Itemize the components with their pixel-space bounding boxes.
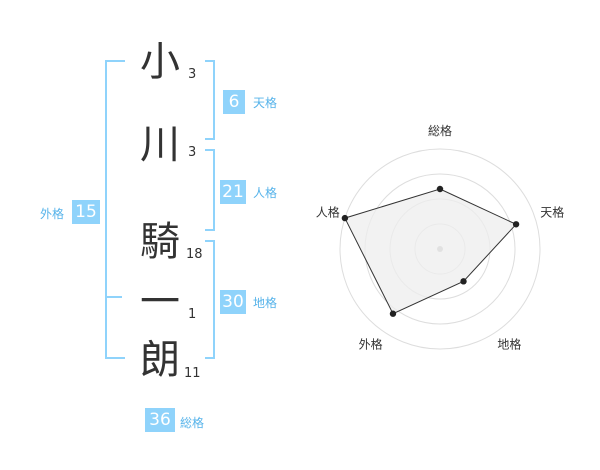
name-char-5: 朗: [140, 337, 180, 383]
chikaku-bracket: [205, 240, 215, 359]
chikaku-badge: 30: [220, 290, 246, 314]
name-char-4: 一: [140, 279, 180, 325]
radar-value-polygon: [344, 188, 517, 315]
radar-axis-label-3: 地格: [497, 336, 521, 351]
radar-point-2: [512, 221, 520, 228]
gaikaku-badge: 15: [72, 200, 100, 224]
soukaku-badge: 36: [145, 408, 175, 432]
stroke-count-4: 1: [188, 307, 197, 322]
radar-point-4: [389, 310, 397, 317]
radar-axis-label-5: 人格: [316, 205, 340, 220]
jinkaku-label: 人格: [253, 186, 278, 200]
name-char-2: 川: [140, 122, 180, 168]
chikaku-label: 地格: [253, 296, 278, 310]
radar-axis-label-4: 外格: [359, 336, 383, 351]
stroke-count-1: 3: [188, 67, 197, 82]
tenkaku-bracket: [205, 60, 215, 140]
gaikaku-label: 外格: [40, 207, 65, 221]
stroke-count-2: 3: [188, 145, 197, 160]
stroke-count-5: 11: [184, 366, 201, 381]
stroke-count-3: 18: [186, 247, 203, 262]
tenkaku-label: 天格: [253, 96, 278, 110]
gaikaku-bracket: [105, 60, 125, 359]
radar-axis-label-2: 天格: [540, 205, 564, 220]
gaikaku-divider-tick: [105, 296, 122, 298]
name-char-3: 騎: [140, 219, 180, 265]
radar-point-3: [460, 278, 467, 285]
tenkaku-badge: 6: [223, 90, 245, 114]
radar-point-1: [436, 185, 444, 193]
radar-axis-label-1: 総格: [428, 123, 452, 138]
soukaku-label: 総格: [180, 416, 205, 430]
jinkaku-badge: 21: [220, 180, 246, 204]
radar-ring: [339, 148, 541, 350]
name-char-1: 小: [140, 39, 180, 85]
radar-point-5: [341, 214, 349, 222]
jinkaku-bracket: [205, 149, 215, 231]
